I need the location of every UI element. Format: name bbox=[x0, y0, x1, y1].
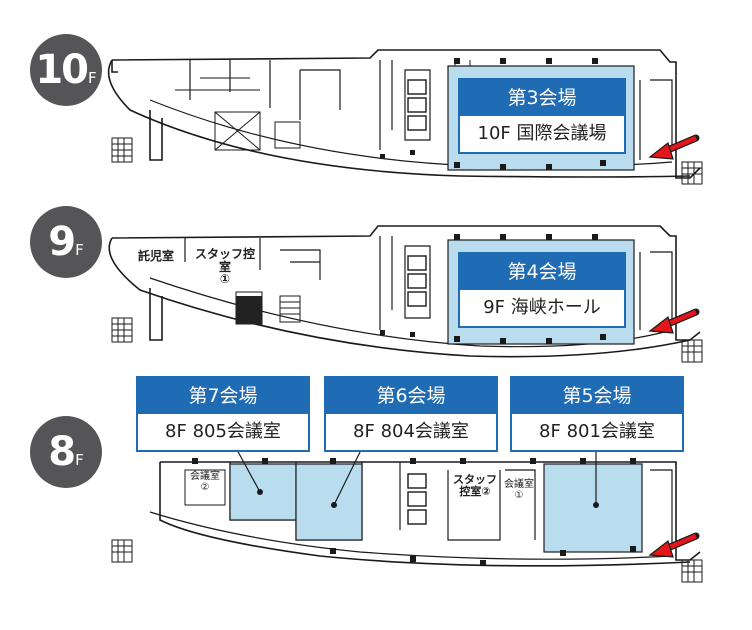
entrance-arrow-icon bbox=[648, 308, 700, 334]
venue-label-hall-4[interactable]: 第4会場 9F 海峡ホール bbox=[458, 252, 626, 328]
stairs-icon bbox=[111, 539, 703, 583]
hall-804 bbox=[295, 463, 363, 541]
room-label-number: ① bbox=[514, 489, 524, 501]
room-label-staff-1: スタッフ控室 ① bbox=[190, 248, 260, 286]
pillar-icon bbox=[192, 458, 636, 566]
hall-801 bbox=[543, 463, 643, 553]
room-label-staff-2: スタッフ 控室② bbox=[450, 474, 500, 497]
floor-badge-number: 9 bbox=[48, 219, 76, 265]
venue-room: 8F 801会議室 bbox=[539, 421, 655, 442]
venue-room: 10F 国際会議場 bbox=[477, 123, 607, 144]
elevator-icon bbox=[407, 473, 427, 525]
venue-name: 第7会場 bbox=[138, 378, 308, 414]
room-label-number: ① bbox=[219, 272, 231, 287]
venue-room: 9F 海峡ホール bbox=[483, 297, 601, 318]
floor-badge-suffix: F bbox=[88, 69, 97, 87]
floor-badge-number: 8 bbox=[48, 429, 76, 475]
venue-name: 第4会場 bbox=[460, 254, 624, 290]
floor-badge-number: 10 bbox=[35, 47, 89, 93]
elevator-icon bbox=[407, 79, 427, 131]
stage-block bbox=[236, 296, 262, 324]
venue-room: 8F 804会議室 bbox=[353, 421, 469, 442]
pillar-icon bbox=[380, 234, 606, 344]
venue-name: 第3会場 bbox=[460, 80, 624, 116]
venue-name: 第6会場 bbox=[326, 378, 496, 414]
floor-badge-suffix: F bbox=[75, 241, 84, 259]
venue-room: 8F 805会議室 bbox=[165, 421, 281, 442]
venue-name: 第5会場 bbox=[512, 378, 682, 414]
room-label-text: スタッフ bbox=[453, 473, 497, 486]
stairs-icon bbox=[111, 317, 703, 363]
venue-label-hall-3[interactable]: 第3会場 10F 国際会議場 bbox=[458, 78, 626, 154]
room-label-text-2: 控室② bbox=[459, 484, 491, 498]
leader-lines bbox=[235, 447, 597, 506]
floor-plan-8f bbox=[149, 461, 701, 567]
venue-label-hall-7[interactable]: 第7会場 8F 805会議室 bbox=[136, 376, 310, 452]
venue-label-hall-5[interactable]: 第5会場 8F 801会議室 bbox=[510, 376, 684, 452]
room-label-text: スタッフ控室 bbox=[194, 247, 255, 274]
venue-label-hall-6[interactable]: 第6会場 8F 804会議室 bbox=[324, 376, 498, 452]
entrance-arrow-icon bbox=[648, 532, 700, 558]
room-label-text: 会議室 bbox=[504, 479, 534, 490]
elevator-icon bbox=[407, 255, 427, 307]
room-label-number: ② bbox=[200, 481, 210, 493]
pillar-icon bbox=[380, 58, 606, 170]
room-label-meeting-1: 会議室 ① bbox=[503, 479, 535, 501]
entrance-arrow-icon bbox=[648, 134, 700, 160]
room-label-nursery: 託児室 bbox=[138, 249, 175, 263]
stairs-icon bbox=[111, 137, 703, 185]
room-label-text: 会議室 bbox=[190, 471, 220, 482]
floor-badge-suffix: F bbox=[75, 451, 84, 469]
room-label-meeting-2: 会議室 ② bbox=[186, 471, 224, 493]
